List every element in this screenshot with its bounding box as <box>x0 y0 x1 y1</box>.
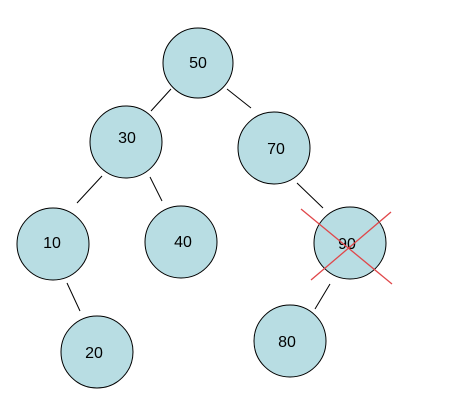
tree-node-20: 20 <box>60 315 134 389</box>
node-circle <box>60 315 134 389</box>
node-label: 70 <box>267 141 285 158</box>
cross-line-b <box>310 211 392 281</box>
node-label: 10 <box>43 235 61 252</box>
node-label: 90 <box>338 236 356 253</box>
node-circle <box>237 111 311 185</box>
tree-node-90: 90 <box>300 206 393 285</box>
node-circle <box>162 27 234 99</box>
node-label: 40 <box>174 234 192 251</box>
tree-node-30: 30 <box>89 105 163 179</box>
node-circle <box>89 105 163 179</box>
tree-node-70: 70 <box>237 111 311 185</box>
node-circle <box>144 205 218 279</box>
tree-node-80: 80 <box>253 304 327 378</box>
edge-50-30 <box>150 88 172 112</box>
node-circle <box>16 207 90 281</box>
node-circle <box>313 206 387 280</box>
node-label: 30 <box>118 130 136 147</box>
edges-group <box>66 88 331 312</box>
edge-90-80 <box>314 283 331 310</box>
edge-10-20 <box>66 282 81 312</box>
node-label: 50 <box>189 55 207 72</box>
node-label: 80 <box>278 334 296 351</box>
delete-cross-mark <box>300 208 393 285</box>
edge-50-70 <box>226 88 252 109</box>
tree-node-50: 50 <box>162 27 234 99</box>
tree-node-10: 10 <box>16 207 90 281</box>
edge-70-90 <box>296 182 324 209</box>
node-label: 20 <box>85 345 103 362</box>
tree-node-40: 40 <box>144 205 218 279</box>
cross-line-a <box>300 208 393 285</box>
node-circle <box>253 304 327 378</box>
edge-30-40 <box>149 176 163 202</box>
edge-30-10 <box>76 175 103 204</box>
